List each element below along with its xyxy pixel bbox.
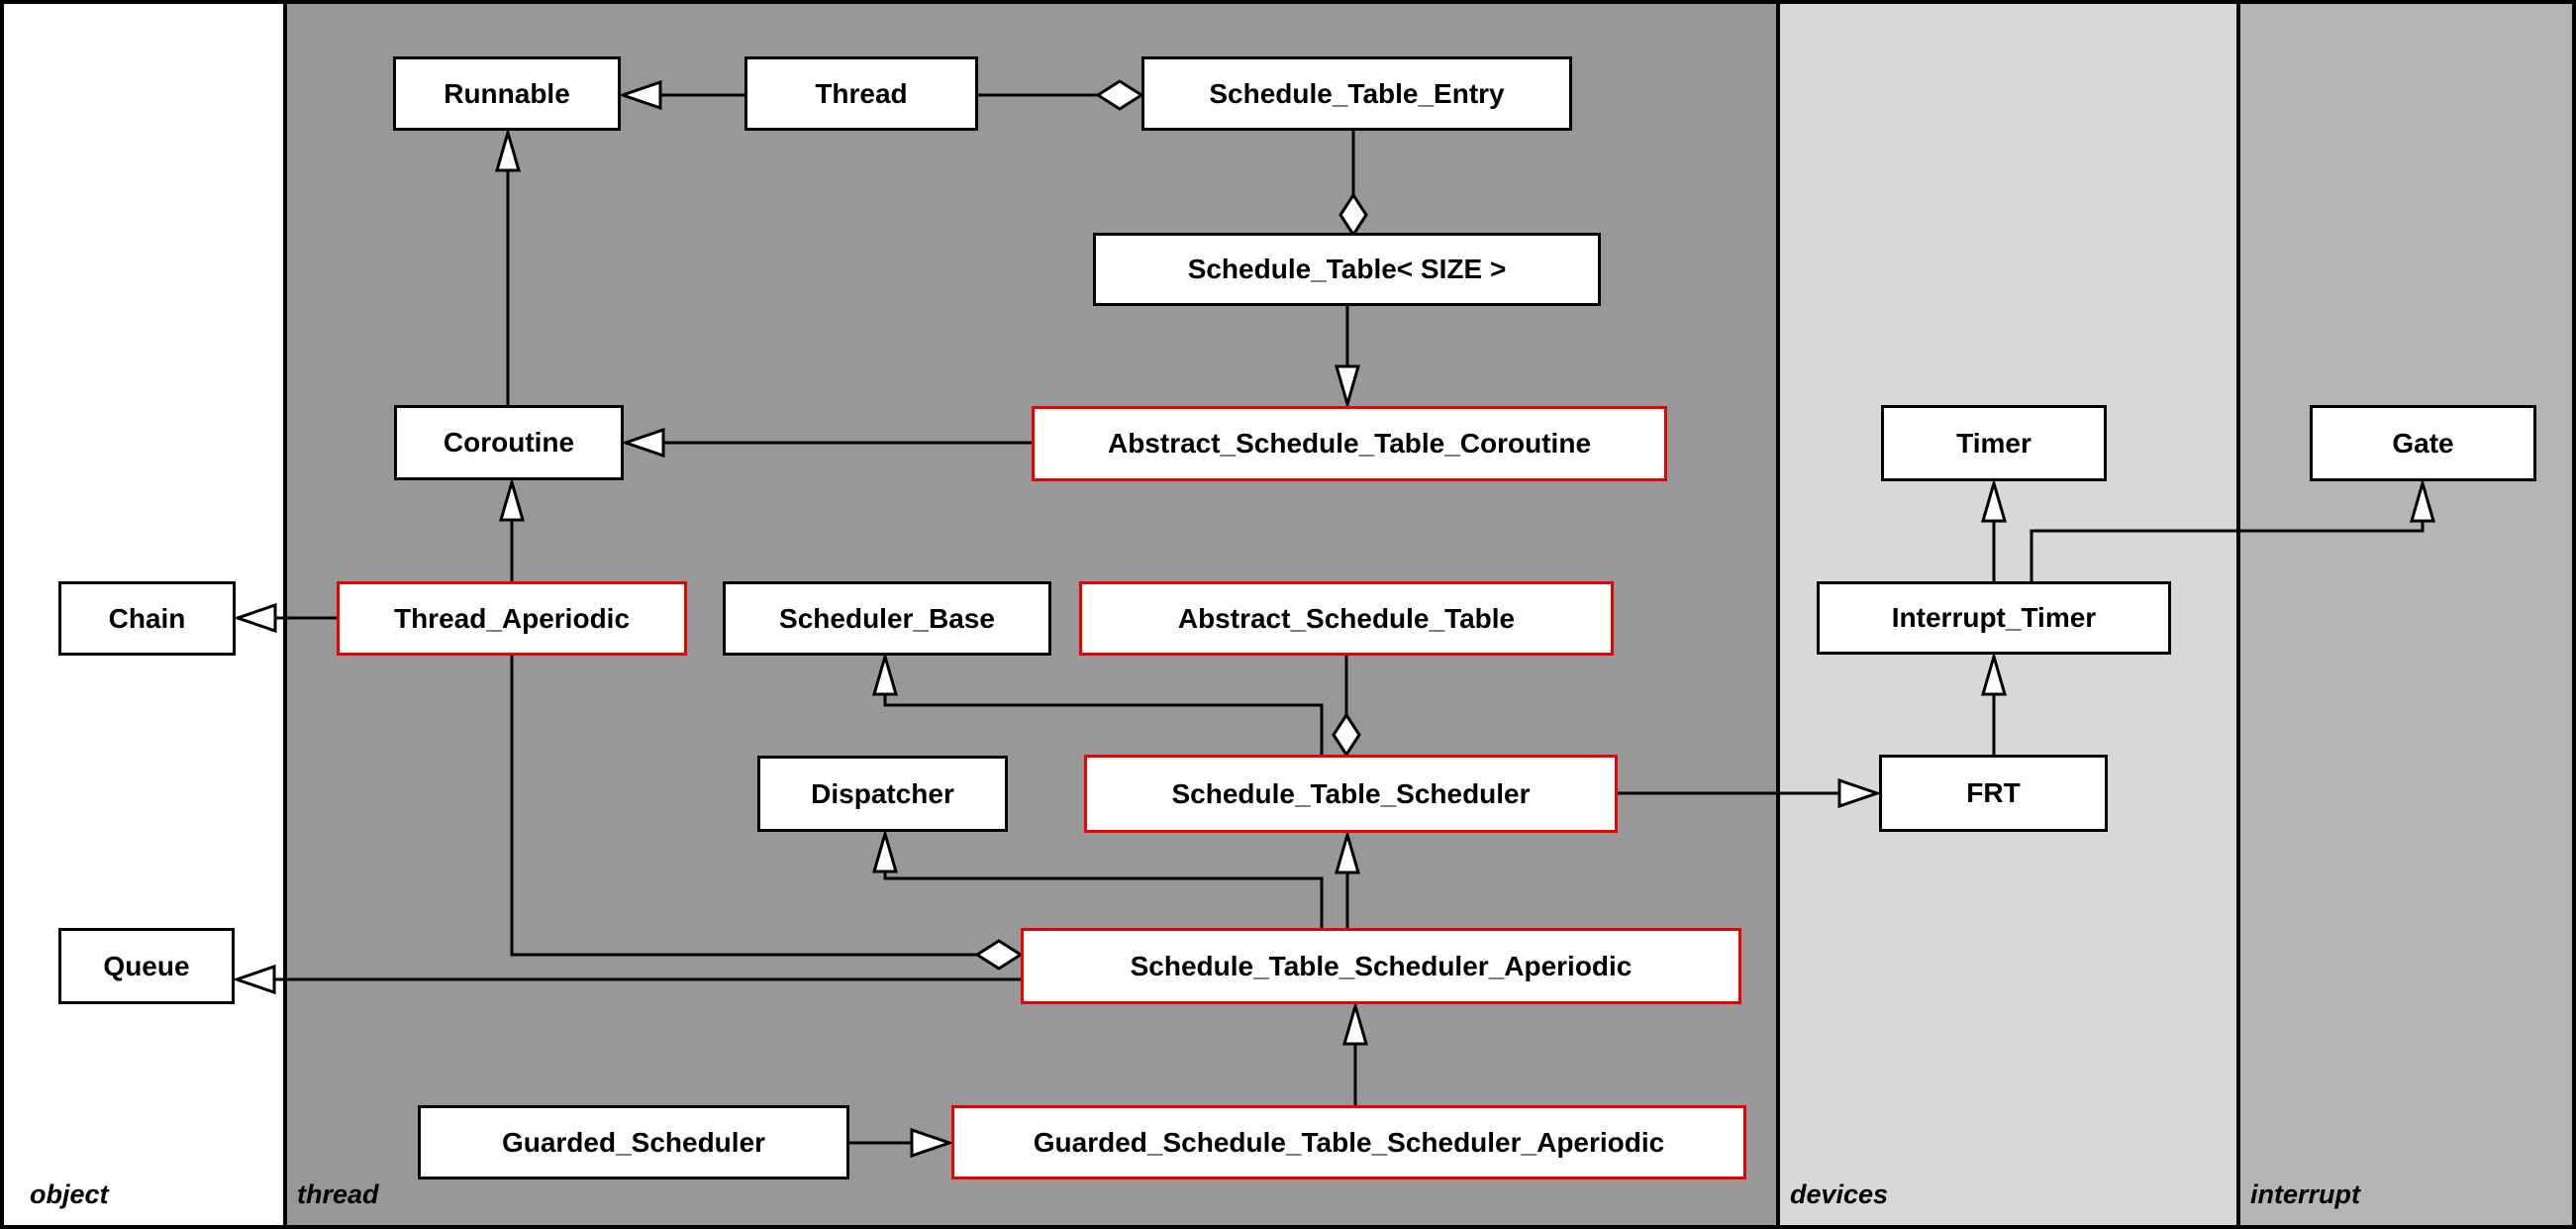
relation-abstract-schedule-table-coroutine-to-coroutine	[621, 427, 1032, 459]
generalization-arrowhead-icon	[910, 1127, 954, 1159]
generalization-arrowhead-icon	[1981, 477, 2007, 523]
aggregation-diamond-icon	[1332, 712, 1361, 758]
relation-thread-aperiodic-to-chain	[233, 602, 337, 634]
class-coroutine: Coroutine	[394, 405, 624, 480]
lane-label-object: object	[30, 1179, 109, 1209]
lane-label-interrupt: interrupt	[2250, 1179, 2360, 1209]
relation-schedule-table-size-to-abstract-schedule-table-coroutine	[1335, 306, 1360, 410]
class-runnable: Runnable	[393, 56, 621, 131]
generalization-arrowhead-icon	[495, 127, 521, 172]
relation-thread-to-runnable	[618, 79, 744, 111]
relation-schedule-table-scheduler-aperiodic-to-queue	[232, 964, 1021, 995]
class-guarded-scheduler: Guarded_Scheduler	[418, 1105, 849, 1179]
class-timer: Timer	[1881, 405, 2107, 481]
class-thread: Thread	[744, 56, 978, 131]
class-guarded-schedule-table-scheduler-aperiodic: Guarded_Schedule_Table_Scheduler_Aperiod…	[951, 1105, 1746, 1179]
relation-schedule-table-scheduler-aperiodic-to-dispatcher	[872, 828, 1324, 928]
relation-guarded-scheduler-to-guarded-schedule-table-scheduler-aperiodic	[849, 1127, 954, 1159]
generalization-arrowhead-icon	[872, 828, 898, 873]
relation-frt-to-interrupt-timer	[1981, 651, 2007, 755]
generalization-arrowhead-icon	[232, 964, 276, 995]
relation-guarded-schedule-table-scheduler-aperiodic-to-schedule-table-scheduler-aperiodic	[1342, 1000, 1368, 1105]
class-schedule-table-scheduler-aperiodic: Schedule_Table_Scheduler_Aperiodic	[1021, 928, 1741, 1004]
class-schedule-table-entry: Schedule_Table_Entry	[1141, 56, 1572, 131]
generalization-arrowhead-icon	[872, 651, 898, 696]
class-chain: Chain	[58, 581, 236, 656]
aggregation-diamond-icon	[974, 939, 1024, 971]
generalization-arrowhead-icon	[233, 602, 277, 634]
relation-schedule-table-scheduler-to-scheduler-base	[872, 651, 1324, 755]
generalization-arrowhead-icon	[499, 476, 525, 522]
generalization-arrowhead-icon	[1981, 651, 2007, 696]
relation-interrupt-timer-to-gate	[2030, 477, 2435, 581]
class-gate: Gate	[2310, 405, 2536, 481]
class-interrupt-timer: Interrupt_Timer	[1817, 581, 2171, 655]
class-schedule-table-scheduler: Schedule_Table_Scheduler	[1084, 755, 1618, 833]
relation-schedule-table-scheduler-to-abstract-schedule-table	[1332, 656, 1361, 758]
class-schedule-table-size: Schedule_Table< SIZE >	[1093, 233, 1601, 306]
relation-thread-aperiodic-to-coroutine	[499, 476, 525, 581]
generalization-arrowhead-icon	[618, 79, 662, 111]
relation-schedule-table-entry-to-thread	[978, 79, 1144, 111]
lane-label-devices: devices	[1790, 1179, 1889, 1209]
generalization-arrowhead-icon	[1837, 777, 1882, 809]
class-frt: FRT	[1879, 755, 2108, 832]
lane-interrupt	[2236, 4, 2572, 1225]
relation-interrupt-timer-to-timer	[1981, 477, 2007, 581]
relation-schedule-table-size-to-schedule-table-entry	[1338, 131, 1368, 238]
relation-schedule-table-scheduler-aperiodic-to-thread-aperiodic	[510, 656, 1024, 971]
relation-coroutine-to-runnable	[495, 127, 521, 405]
relation-schedule-table-scheduler-to-frt	[1618, 777, 1882, 809]
class-dispatcher: Dispatcher	[757, 756, 1008, 832]
class-abstract-schedule-table: Abstract_Schedule_Table	[1079, 581, 1614, 656]
aggregation-diamond-icon	[1338, 192, 1368, 238]
class-queue: Queue	[58, 928, 235, 1004]
generalization-arrowhead-icon	[2410, 477, 2435, 523]
lane-label-thread: thread	[297, 1179, 379, 1209]
generalization-arrowhead-icon	[1342, 1000, 1368, 1046]
class-thread-aperiodic: Thread_Aperiodic	[337, 581, 687, 656]
generalization-arrowhead-icon	[621, 427, 665, 459]
class-scheduler-base: Scheduler_Base	[723, 581, 1051, 656]
relation-schedule-table-scheduler-aperiodic-to-schedule-table-scheduler	[1335, 829, 1360, 928]
aggregation-diamond-icon	[1095, 79, 1144, 111]
generalization-arrowhead-icon	[1335, 829, 1360, 874]
class-abstract-schedule-table-coroutine: Abstract_Schedule_Table_Coroutine	[1032, 406, 1667, 481]
generalization-arrowhead-icon	[1335, 364, 1360, 410]
